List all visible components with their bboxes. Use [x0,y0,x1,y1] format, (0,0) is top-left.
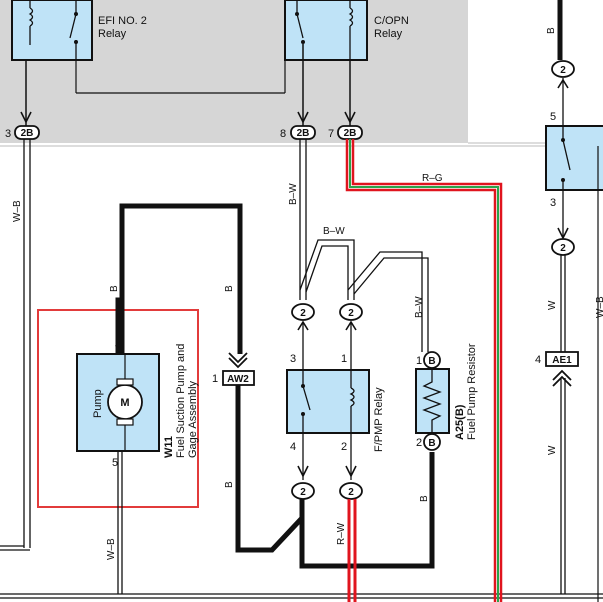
connector-b-bottom: B 2 [416,433,441,451]
fuel-pump-id: W11 [163,436,175,458]
connector-2-relay-top-right: 2 [339,303,363,321]
wire-b-aw2-bottom: B [224,481,235,488]
pump-label: Pump [92,389,104,418]
efi-relay-label: EFI NO. 2 [98,15,147,27]
fuel-pump-name-2: Gage Assembly [187,380,199,458]
svg-text:5: 5 [550,111,556,123]
connector-2-relay-bottom-right: 2 [339,482,363,500]
fpmp-relay [286,369,370,434]
wire-bw-resistor: B–W [414,296,425,318]
wire-rg: R–G [422,173,443,184]
wire-bw-bridge: B–W [323,226,345,237]
svg-text:4: 4 [290,441,296,453]
wire-rw: R–W [336,522,347,545]
motor-symbol: M [120,397,129,409]
svg-text:5: 5 [112,457,118,469]
connector-2-right-mid: 2 [551,238,575,256]
right-relay [545,125,603,191]
wire-wb-far-right: W–B [595,296,603,318]
resistor-name: Fuel Pump Resistor [466,343,478,440]
connector-2-relay-top-left: 2 [291,303,315,321]
copn-relay-label: C/OPN [374,15,409,27]
svg-text:AW2: AW2 [227,374,249,385]
svg-text:4: 4 [115,339,121,351]
wire-b-aw2-top: B [224,285,235,292]
svg-text:B: B [428,438,435,449]
resistor-id: A25(B) [454,404,466,440]
svg-text:3: 3 [5,128,11,140]
connector-b-top: B 1 [416,351,441,369]
svg-text:2: 2 [416,437,422,449]
svg-text:AE1: AE1 [552,355,572,366]
svg-text:4: 4 [535,354,541,366]
fuel-pump-resistor [415,368,450,434]
wire-b-resistor: B [419,495,430,502]
connector-2-relay-bottom-left: 2 [291,482,315,500]
svg-text:8: 8 [280,128,286,140]
wire-b-pump: B [109,285,120,292]
svg-text:1: 1 [416,355,422,367]
svg-text:3: 3 [550,197,556,209]
svg-text:1: 1 [341,353,347,365]
svg-text:7: 7 [328,128,334,140]
svg-text:2B: 2B [297,128,310,139]
fpmp-relay-label: F/PMP Relay [373,387,385,452]
efi-relay-sub: Relay [98,28,127,40]
svg-text:2: 2 [560,243,566,254]
wire-w-right-top: W [547,300,558,310]
wire-bw-8: B–W [288,183,299,205]
svg-text:B: B [428,356,435,367]
fuel-pump: M Pump 4 5 [76,339,160,469]
svg-text:2: 2 [341,441,347,453]
svg-text:2: 2 [300,308,306,319]
wire-b-right: B [546,27,557,34]
connector-2b-left: 2B 3 [5,125,40,140]
svg-text:1: 1 [212,373,218,385]
connector-2-right-top: 2 [551,60,575,78]
svg-text:2: 2 [300,487,306,498]
connector-2b-right: 2B 7 [328,125,363,140]
wire-w-right-bottom: W [547,445,558,455]
copn-relay: C/OPN Relay [284,0,409,61]
fuel-pump-name-1: Fuel Suction Pump and [175,344,187,458]
connector-ae1: AE1 4 [535,351,579,367]
wire-wb-left: W–B [12,200,23,222]
connector-aw2: AW2 1 [212,370,255,386]
svg-text:3: 3 [290,353,296,365]
wire-wb-pump: W–B [106,538,117,560]
copn-relay-sub: Relay [374,28,403,40]
connector-2b-mid: 2B 8 [280,125,316,140]
svg-text:2: 2 [348,308,354,319]
svg-text:2: 2 [560,65,566,76]
svg-text:2B: 2B [21,128,34,139]
efi-no2-relay: EFI NO. 2 Relay [11,0,147,61]
svg-text:2: 2 [348,487,354,498]
svg-text:2B: 2B [344,128,357,139]
